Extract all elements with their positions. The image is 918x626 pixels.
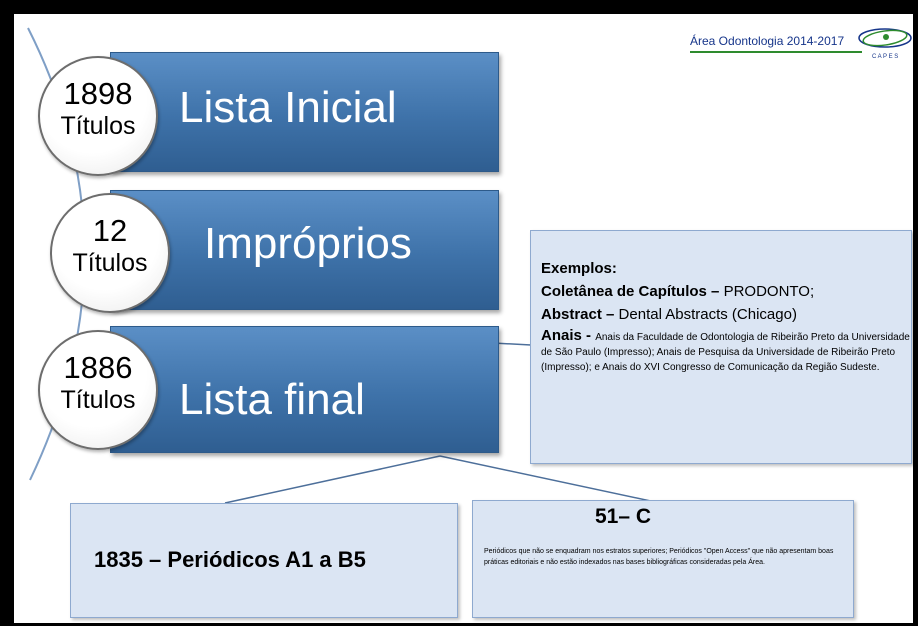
frame-left-border xyxy=(0,0,14,626)
frame-top-border xyxy=(0,0,918,14)
example-detail: Anais da Faculdade de Odontologia de Rib… xyxy=(541,332,910,373)
branch-left-line xyxy=(224,455,441,504)
area-label: Área Odontologia 2014-2017 xyxy=(690,34,845,48)
example-separator: – xyxy=(706,283,724,300)
capes-logo-icon xyxy=(858,28,912,48)
capes-logo-text: C A P E S xyxy=(872,54,899,60)
count-unit: Títulos xyxy=(72,249,148,277)
example-term: Abstract xyxy=(541,306,602,323)
periodicos-box: 1835 – Periódicos A1 a B5 xyxy=(70,503,458,618)
examples-callout: Exemplos: Coletânea de Capítulos – PRODO… xyxy=(530,230,912,464)
periodicos-label: 1835 – Periódicos A1 a B5 xyxy=(94,547,366,572)
band-improprios: Impróprios xyxy=(110,190,499,310)
band-label-improprios: Impróprios xyxy=(204,219,412,268)
count-circle-improprios: 12 Títulos xyxy=(50,193,170,313)
count-unit: Títulos xyxy=(60,112,136,140)
count-circle-inicial: 1898 Títulos xyxy=(38,56,158,176)
example-separator: – xyxy=(601,306,619,323)
qualis-c-description: Periódicos que não se enquadram nos estr… xyxy=(484,548,834,566)
example-anais: Anais - Anais da Faculdade de Odontologi… xyxy=(541,328,913,375)
band-lista-final: Lista final xyxy=(110,326,499,453)
examples-title: Exemplos: xyxy=(541,260,617,277)
frame-right-border xyxy=(913,0,918,626)
qualis-c-box: 51– C Periódicos que não se enquadram no… xyxy=(472,500,854,618)
example-term: Coletânea de Capítulos xyxy=(541,283,707,300)
count-unit: Títulos xyxy=(60,386,136,414)
example-coletanea: Coletânea de Capítulos – PRODONTO; xyxy=(541,283,814,300)
example-term: Anais xyxy=(541,327,582,344)
logo-underline xyxy=(690,51,862,53)
example-detail: PRODONTO; xyxy=(723,283,815,300)
band-label-lista-final: Lista final xyxy=(179,375,365,424)
count-value: 1898 xyxy=(63,76,133,111)
band-label-lista-inicial: Lista Inicial xyxy=(179,83,397,132)
example-abstract: Abstract – Dental Abstracts (Chicago) xyxy=(541,306,797,323)
example-detail: Dental Abstracts (Chicago) xyxy=(618,306,797,323)
example-separator: - xyxy=(581,327,596,344)
frame-bottom-border xyxy=(0,623,918,626)
branch-right-line xyxy=(439,455,661,504)
count-value: 1886 xyxy=(63,350,133,385)
count-value: 12 xyxy=(92,213,128,248)
band-lista-inicial: Lista Inicial xyxy=(110,52,499,172)
count-circle-final: 1886 Títulos xyxy=(38,330,158,450)
qualis-c-title: 51– C xyxy=(594,505,652,528)
